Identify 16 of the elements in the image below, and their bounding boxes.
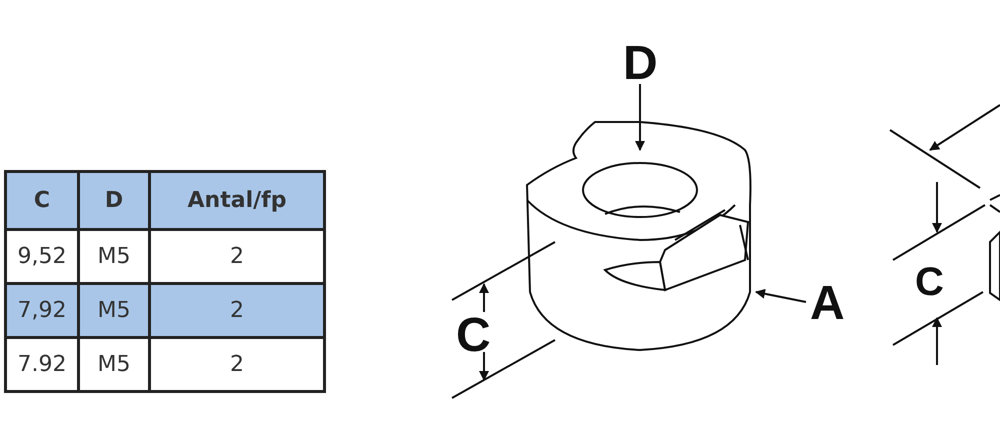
callout-letter: D	[623, 40, 658, 88]
column-header: Antal/fp	[150, 172, 324, 230]
leader-arrow	[755, 288, 806, 303]
leader-arrow	[635, 84, 645, 151]
table-cell: 7,92	[6, 284, 78, 338]
table-cell: 2	[150, 284, 324, 338]
dimension-label: C	[456, 312, 491, 360]
table-cell: M5	[78, 338, 150, 392]
column-header: D	[78, 172, 150, 230]
column-header: C	[6, 172, 78, 230]
dimension-label: C	[915, 262, 944, 302]
cutting-insert-drawing	[526, 121, 752, 351]
callout-letter: A	[810, 280, 845, 328]
table-cell: 2	[150, 338, 324, 392]
table-cell: 7.92	[6, 338, 78, 392]
table-cell: M5	[78, 284, 150, 338]
